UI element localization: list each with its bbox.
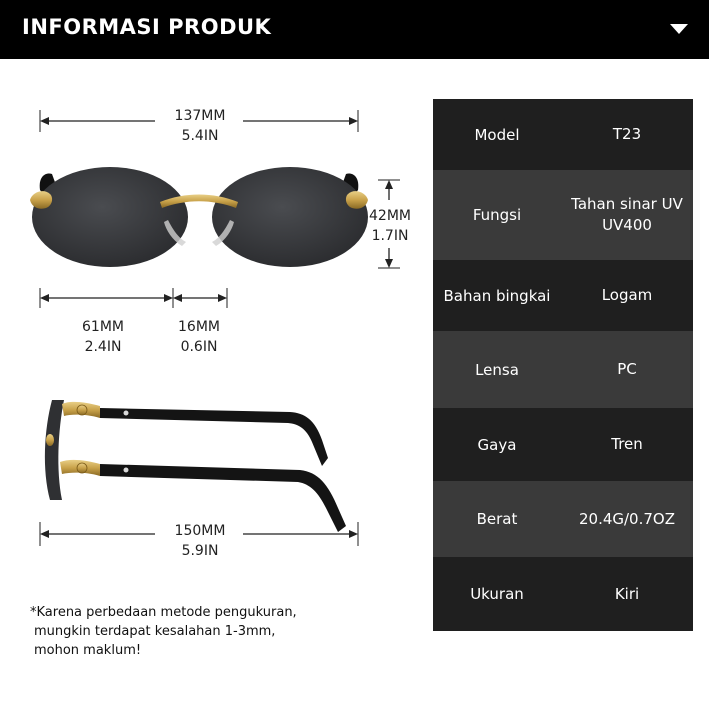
total-width-measure	[39, 110, 359, 132]
bridge-width-mm: 16MM	[178, 319, 220, 335]
lens-height-measure	[378, 179, 400, 269]
spec-row-bahan: Bahan bingkai Logam	[433, 260, 693, 331]
triangle-down-icon[interactable]	[670, 24, 688, 34]
total-width-inch: 5.4IN	[181, 128, 219, 144]
spec-row-ukuran: Ukuran Kiri	[433, 557, 693, 631]
spec-label: Ukuran	[470, 585, 524, 603]
spec-value: Kiri	[614, 584, 640, 603]
spec-row-fungsi: Fungsi Tahan sinar UV UV400	[433, 170, 693, 260]
header-bar: INFORMASI PRODUK	[0, 0, 709, 59]
lens-bridge-measure	[39, 288, 228, 308]
temple-length-mm: 150MM	[174, 523, 226, 539]
temple-length-measure	[39, 522, 359, 546]
sunglasses-diagram	[30, 110, 400, 546]
spec-row-berat: Berat 20.4G/0.7OZ	[433, 481, 693, 557]
spec-label: Lensa	[475, 360, 519, 379]
lens-height-label: 42MM 1.7IN	[362, 206, 418, 246]
lens-width-inch: 2.4IN	[84, 339, 122, 355]
spec-label: Model	[474, 125, 520, 144]
spec-value: T23	[612, 125, 642, 143]
spec-value: 20.4G/0.7OZ	[578, 509, 675, 528]
lens-width-label: 61MM 2.4IN	[72, 317, 134, 357]
lens-width-mm: 61MM	[82, 319, 124, 335]
note-line-2: mungkin terdapat kesalahan 1-3mm,	[34, 624, 276, 639]
page-title: INFORMASI PRODUK	[22, 15, 272, 39]
total-width-mm: 137MM	[174, 108, 226, 124]
spec-label: Berat	[476, 510, 518, 528]
front-view	[30, 167, 368, 267]
spec-row-model: Model T23	[433, 99, 693, 170]
note-line-3: mohon maklum!	[34, 643, 142, 658]
lens-height-inch: 1.7IN	[371, 228, 409, 244]
spec-label: Fungsi	[472, 206, 522, 224]
lens-height-mm: 42MM	[369, 208, 411, 224]
spec-label: Bahan bingkai	[443, 286, 551, 305]
note-line-1: *Karena perbedaan metode pengukuran,	[30, 605, 297, 620]
temple-length-label: 150MM 5.9IN	[160, 521, 240, 561]
total-width-label: 137MM 5.4IN	[160, 106, 240, 146]
spec-row-lensa: Lensa PC	[433, 331, 693, 408]
bridge-width-label: 16MM 0.6IN	[168, 317, 230, 357]
spec-value: Tahan sinar UV UV400	[571, 195, 683, 234]
bridge-width-inch: 0.6IN	[180, 339, 218, 355]
measurement-note: *Karena perbedaan metode pengukuran, mun…	[30, 603, 297, 660]
spec-row-gaya: Gaya Tren	[433, 408, 693, 481]
spec-label: Gaya	[477, 435, 517, 454]
spec-value: Tren	[611, 435, 643, 453]
spec-value: PC	[617, 360, 637, 378]
spec-value: Logam	[601, 286, 653, 304]
side-view	[44, 400, 346, 532]
spec-table: Model T23 Fungsi Tahan sinar UV UV400 Ba…	[433, 99, 693, 631]
temple-length-inch: 5.9IN	[181, 543, 219, 559]
